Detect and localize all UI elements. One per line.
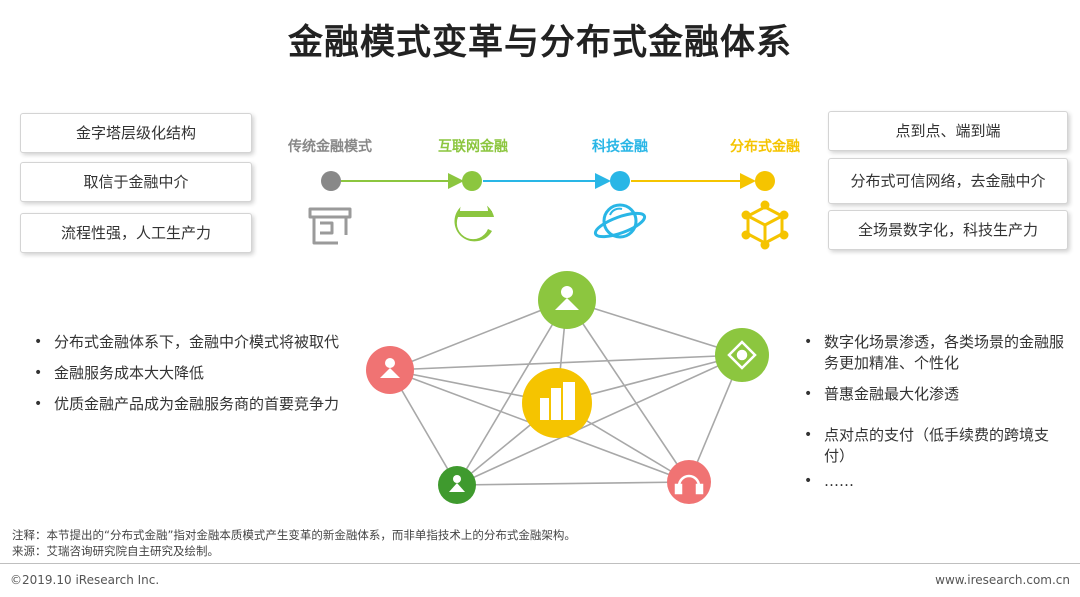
stage-label-tech: 科技金融	[592, 139, 648, 155]
timeline-diagram	[308, 171, 789, 250]
copyright-text: ©2019.10 iResearch Inc.	[10, 573, 160, 587]
left-box-2: 取信于金融中介	[20, 162, 252, 202]
target-icon	[727, 340, 757, 370]
stage-label-internet: 互联网金融	[438, 139, 508, 155]
left-box-1: 金字塔层级化结构	[20, 113, 252, 153]
page-title: 金融模式变革与分布式金融体系	[287, 23, 792, 63]
planet-icon	[593, 203, 647, 239]
buildings-icon	[540, 382, 575, 420]
right-bullet-2: 普惠金融最大化渗透	[798, 384, 1070, 405]
left-bullet-1: 分布式金融体系下，金融中介模式将被取代	[28, 332, 348, 353]
building-icon	[308, 207, 352, 245]
stage-label-traditional: 传统金融模式	[288, 139, 372, 155]
user-icon	[449, 475, 465, 492]
right-box-3: 全场景数字化，科技生产力	[828, 210, 1068, 250]
timeline-dot-internet	[462, 171, 482, 191]
network-node-right	[715, 328, 769, 382]
footer-divider	[0, 563, 1080, 564]
network-node-bottom-right	[667, 460, 711, 504]
user-icon	[380, 358, 400, 378]
network-diagram	[366, 271, 769, 504]
timeline-dot-distributed	[755, 171, 775, 191]
network-node-left	[366, 346, 414, 394]
left-box-3: 流程性强，人工生产力	[20, 213, 252, 253]
timeline-dot-traditional	[321, 171, 341, 191]
network-node-bottom-left	[438, 466, 476, 504]
stage-label-distributed: 分布式金融	[730, 139, 800, 155]
network-node-center	[522, 368, 592, 438]
headset-icon	[674, 474, 704, 495]
left-bullet-2: 金融服务成本大大降低	[28, 363, 348, 384]
left-bullet-list: 分布式金融体系下，金融中介模式将被取代 金融服务成本大大降低 优质金融产品成为金…	[28, 332, 348, 425]
cube-network-icon	[741, 200, 789, 250]
right-bullet-list: 数字化场景渗透，各类场景的金融服务更加精准、个性化 普惠金融最大化渗透 点对点的…	[798, 332, 1070, 502]
timeline-dot-tech	[610, 171, 630, 191]
right-bullet-3: 点对点的支付（低手续费的跨境支付）	[798, 425, 1070, 467]
user-icon	[555, 286, 579, 310]
network-node-top	[538, 271, 596, 329]
left-bullet-3: 优质金融产品成为金融服务商的首要竞争力	[28, 394, 348, 415]
internet-e-icon	[454, 197, 494, 242]
source-text: 来源：艾瑞咨询研究院自主研究及绘制。	[12, 544, 219, 558]
website-text: www.iresearch.com.cn	[935, 573, 1070, 587]
right-box-1: 点到点、端到端	[828, 111, 1068, 151]
right-box-2: 分布式可信网络，去金融中介	[828, 158, 1068, 204]
note-text: 注释：本节提出的“分布式金融”指对金融本质模式产生变革的新金融体系，而非单指技术…	[12, 528, 576, 542]
right-bullet-1: 数字化场景渗透，各类场景的金融服务更加精准、个性化	[798, 332, 1070, 374]
right-bullet-4: ……	[798, 471, 1070, 492]
